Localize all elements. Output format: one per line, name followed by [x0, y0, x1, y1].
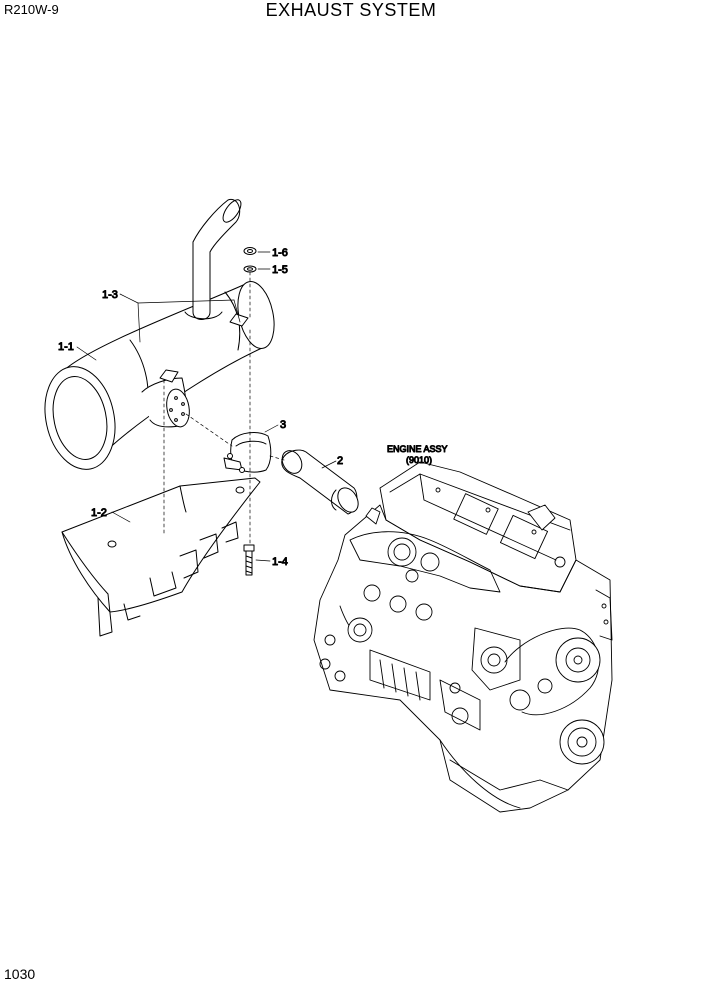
clamp-part [223, 432, 272, 473]
callout-2: 2 [337, 455, 343, 467]
callout-1-4: 1-4 [272, 556, 288, 568]
exhaust-pipe-part [281, 449, 359, 515]
washer-parts [243, 247, 257, 273]
assembly-guide-lines [163, 271, 285, 546]
page-title: EXHAUST SYSTEM [265, 0, 437, 20]
muffler-bracket-part [61, 477, 261, 637]
model-code: R210W-9 [4, 2, 59, 17]
callout-1-2: 1-2 [91, 507, 107, 519]
muffler-part [44, 198, 275, 470]
engine-assembly [313, 461, 613, 813]
engine-assy-label: ENGINE ASSY [387, 444, 448, 454]
callout-1-3: 1-3 [102, 289, 118, 301]
callout-1-6: 1-6 [272, 247, 288, 259]
callout-1-5: 1-5 [272, 264, 288, 276]
bolt-part [243, 544, 255, 576]
callout-3: 3 [280, 419, 286, 431]
page-number: 1030 [4, 966, 36, 982]
callout-1-1: 1-1 [58, 341, 74, 353]
engine-assy-code: (9010) [406, 455, 432, 465]
callout-leaders [76, 251, 337, 562]
